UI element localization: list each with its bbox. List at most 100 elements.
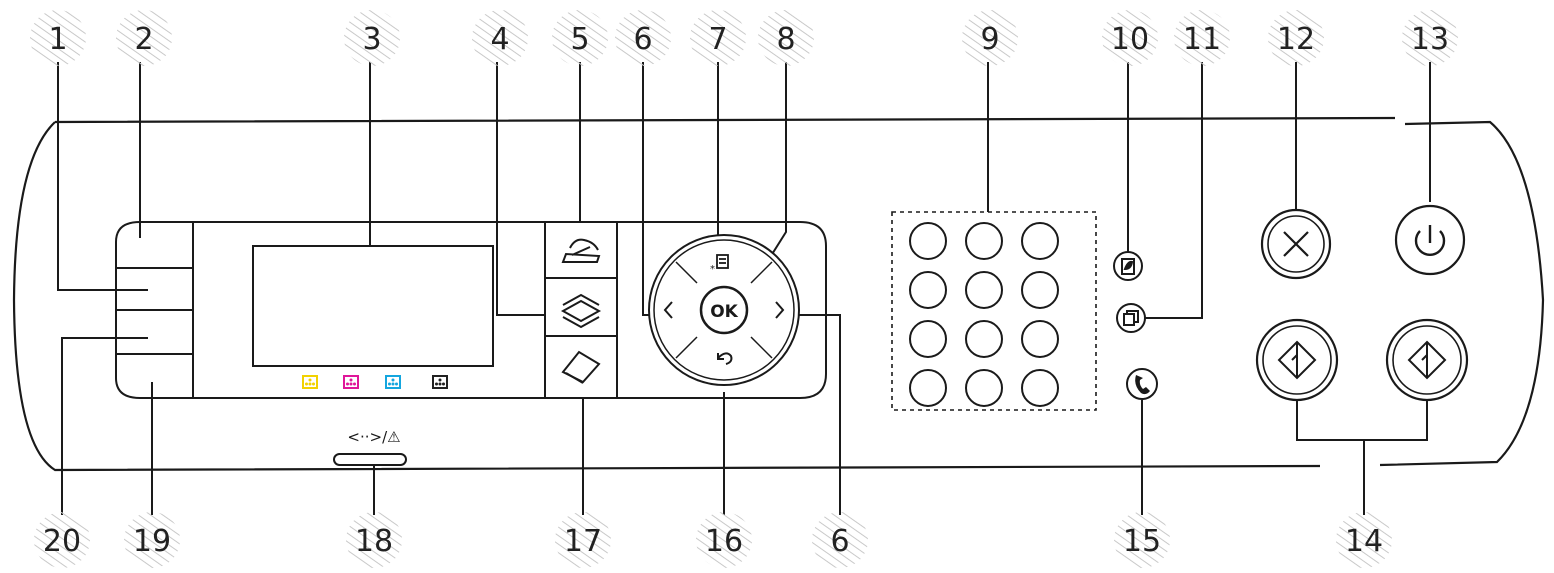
callout-6-number: 6: [633, 22, 652, 57]
callout-5: 5: [552, 10, 608, 66]
callout-1-number: 1: [48, 22, 67, 57]
toner-indicator-magenta: [343, 375, 359, 389]
callout-15: 15: [1114, 512, 1170, 568]
keypad-key[interactable]: [1021, 222, 1059, 260]
stop-clear-icon: [1283, 231, 1309, 257]
keypad-key[interactable]: [909, 222, 947, 260]
id-copy-button[interactable]: [1116, 303, 1146, 333]
side-button-20[interactable]: [118, 312, 192, 352]
keypad-key[interactable]: [965, 369, 1003, 407]
callout-9: 9: [962, 10, 1018, 66]
ok-button[interactable]: [699, 285, 749, 335]
callout-13: 13: [1402, 10, 1458, 66]
scan-button[interactable]: [544, 335, 618, 399]
on-hook-dial-button[interactable]: [1126, 368, 1158, 400]
arrow-right-icon[interactable]: [775, 301, 785, 319]
status-led: [333, 453, 407, 466]
callout-badges: 1 2 3 4 5 6 7 8 9 10 11 12 13 20 19 18 1…: [30, 10, 1458, 568]
callout-12-number: 12: [1277, 22, 1315, 57]
toner-indicator-cyan: [385, 375, 401, 389]
callout-8-number: 8: [776, 22, 795, 57]
callout-12: 12: [1268, 10, 1324, 66]
leader-4: [496, 62, 558, 316]
start-button-1-ring: [1262, 325, 1332, 395]
leader-20: [61, 337, 148, 515]
side-button-2[interactable]: [118, 224, 192, 266]
power-icon: [1414, 225, 1446, 256]
callout-19: 19: [124, 512, 180, 568]
id-copy-icon: [1123, 310, 1139, 326]
panel-outline: [12, 116, 1545, 472]
ok-button-label: OK: [710, 302, 738, 322]
callout-4-number: 4: [490, 22, 509, 57]
callout-8: 8: [758, 10, 814, 66]
eco-icon: [1121, 258, 1135, 275]
callout-10-number: 10: [1111, 22, 1149, 57]
keypad-key[interactable]: [965, 222, 1003, 260]
numeric-keypad: [909, 222, 1059, 407]
nav-divider: [675, 336, 698, 359]
callout-18: 18: [346, 512, 402, 568]
callout-14-number: 14: [1345, 524, 1383, 559]
keypad-key[interactable]: [1021, 320, 1059, 358]
callout-2-number: 2: [134, 22, 153, 57]
stop-clear-ring: [1267, 215, 1325, 273]
callout-15-number: 15: [1123, 524, 1161, 559]
leader-6b: [793, 314, 841, 515]
lcd-screen: [252, 245, 494, 367]
keypad-key[interactable]: [909, 320, 947, 358]
callout-2: 2: [116, 10, 172, 66]
callout-6-bottom-number: 6: [830, 524, 849, 559]
keypad-key[interactable]: [965, 320, 1003, 358]
keypad-key[interactable]: [1021, 369, 1059, 407]
callout-19-number: 19: [133, 524, 171, 559]
callout-6-bottom: 6: [812, 512, 868, 568]
nav-block-frame: [616, 221, 827, 399]
toner-indicator-black: [432, 375, 448, 389]
back-icon[interactable]: [717, 352, 733, 365]
keypad-key[interactable]: [909, 369, 947, 407]
nav-divider: [750, 336, 773, 359]
callout-20-number: 20: [43, 524, 81, 559]
leader-1: [57, 62, 148, 291]
on-hook-dial-icon: [1135, 375, 1150, 395]
fax-icon: [561, 238, 601, 263]
callout-3-number: 3: [362, 22, 381, 57]
toner-indicator-yellow: [302, 375, 318, 389]
keypad-key[interactable]: [1021, 271, 1059, 309]
leader-lines: [57, 62, 1431, 515]
callout-1: 1: [30, 10, 86, 66]
leader-14-bracket: [1296, 400, 1428, 441]
toner-indicators: [302, 375, 448, 389]
callout-17-number: 17: [564, 524, 602, 559]
arrow-left-icon[interactable]: [663, 301, 673, 319]
callout-10: 10: [1102, 10, 1158, 66]
nav-divider: [675, 261, 698, 284]
start-icon: [1407, 340, 1447, 380]
side-button-1[interactable]: [118, 270, 192, 308]
keypad-key[interactable]: [909, 271, 947, 309]
keypad-key[interactable]: [965, 271, 1003, 309]
side-button-19[interactable]: [118, 356, 192, 396]
copy-icon: [560, 293, 602, 329]
callout-7-number: 7: [708, 22, 727, 57]
keypad-area: [891, 211, 1097, 411]
display-frame: [115, 221, 546, 399]
callout-7: 7: [690, 10, 746, 66]
svg-text:*: *: [710, 264, 715, 275]
callout-3: 3: [344, 10, 400, 66]
callout-5-number: 5: [570, 22, 589, 57]
callout-11-number: 11: [1183, 22, 1221, 57]
start-button-2-ring: [1392, 325, 1462, 395]
callout-16-number: 16: [705, 524, 743, 559]
nav-divider: [750, 261, 773, 284]
menu-icon[interactable]: *: [710, 254, 729, 275]
callout-13-number: 13: [1411, 22, 1449, 57]
status-led-symbol: <··>/⚠: [347, 428, 400, 446]
callout-16: 16: [696, 512, 752, 568]
callout-14: 14: [1336, 512, 1392, 568]
callout-18-number: 18: [355, 524, 393, 559]
callout-9-number: 9: [980, 22, 999, 57]
scan-icon: [561, 350, 601, 384]
